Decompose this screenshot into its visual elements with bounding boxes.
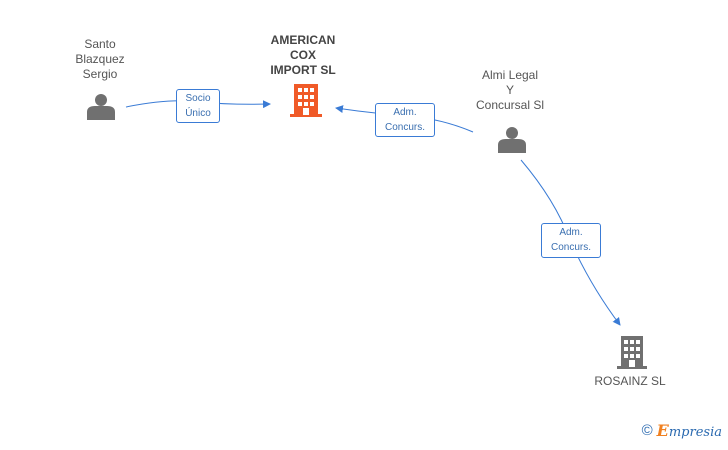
brand-logo[interactable]: Empresia	[656, 421, 722, 440]
edge-label-adm-concurs: Adm. Concurs.	[375, 103, 435, 137]
node-label-almi-legal[interactable]: Almi Legal Y Concursal Sl	[475, 68, 545, 112]
edge-label-adm-concurs: Adm. Concurs.	[541, 223, 601, 258]
node-label-american-cox-import[interactable]: AMERICAN COX IMPORT SL	[270, 33, 336, 77]
copyright-icon: ©	[641, 422, 653, 439]
building-icon[interactable]	[617, 336, 647, 369]
person-icon[interactable]	[498, 127, 526, 153]
brand-footer: © Empresia	[642, 421, 722, 440]
node-label-santo[interactable]: Santo Blazquez Sergio	[75, 37, 125, 81]
building-icon[interactable]	[290, 84, 322, 117]
node-label-rosainz[interactable]: ROSAINZ SL	[594, 374, 666, 388]
person-icon[interactable]	[87, 94, 115, 120]
edge-label-socio-unico: Socio Único	[176, 89, 220, 123]
